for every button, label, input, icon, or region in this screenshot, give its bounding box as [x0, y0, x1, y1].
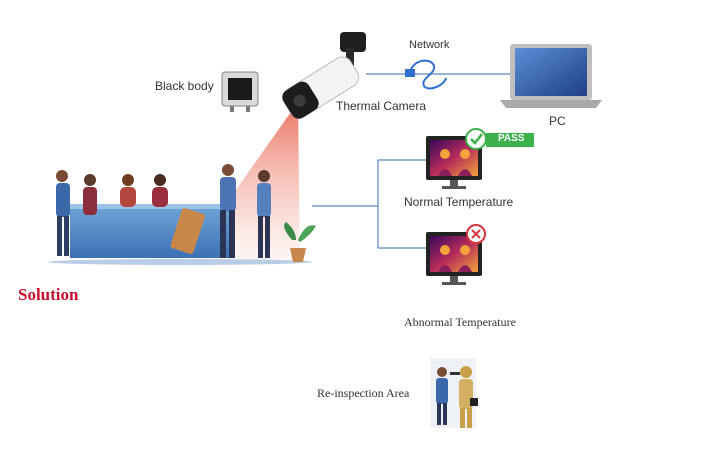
- blackbody-device-icon: [221, 71, 259, 112]
- network-label: Network: [409, 39, 450, 51]
- laptop-icon: [500, 44, 602, 108]
- checkin-scene: [48, 164, 316, 265]
- normal-temperature-label: Normal Temperature: [404, 195, 514, 209]
- pass-badge-bg: [486, 133, 534, 147]
- network-cable-icon: [405, 59, 447, 90]
- thermal-camera-label: Thermal Camera: [336, 99, 427, 113]
- pass-badge-text: PASS: [498, 133, 525, 144]
- solution-title: Solution: [18, 285, 79, 304]
- pc-label: PC: [549, 114, 566, 128]
- abnormal-temperature-label: Abnormal Temperature: [404, 315, 516, 329]
- connector-lines: [312, 159, 426, 249]
- black-body-label: Black body: [155, 79, 214, 93]
- reinspection-area-label: Re-inspection Area: [317, 386, 410, 400]
- reinspection-scene: [430, 358, 478, 428]
- fail-cross-icon: [466, 224, 486, 244]
- thermal-camera-icon: [282, 32, 366, 119]
- abnormal-monitor: [426, 232, 482, 285]
- pass-check-icon: [465, 128, 487, 150]
